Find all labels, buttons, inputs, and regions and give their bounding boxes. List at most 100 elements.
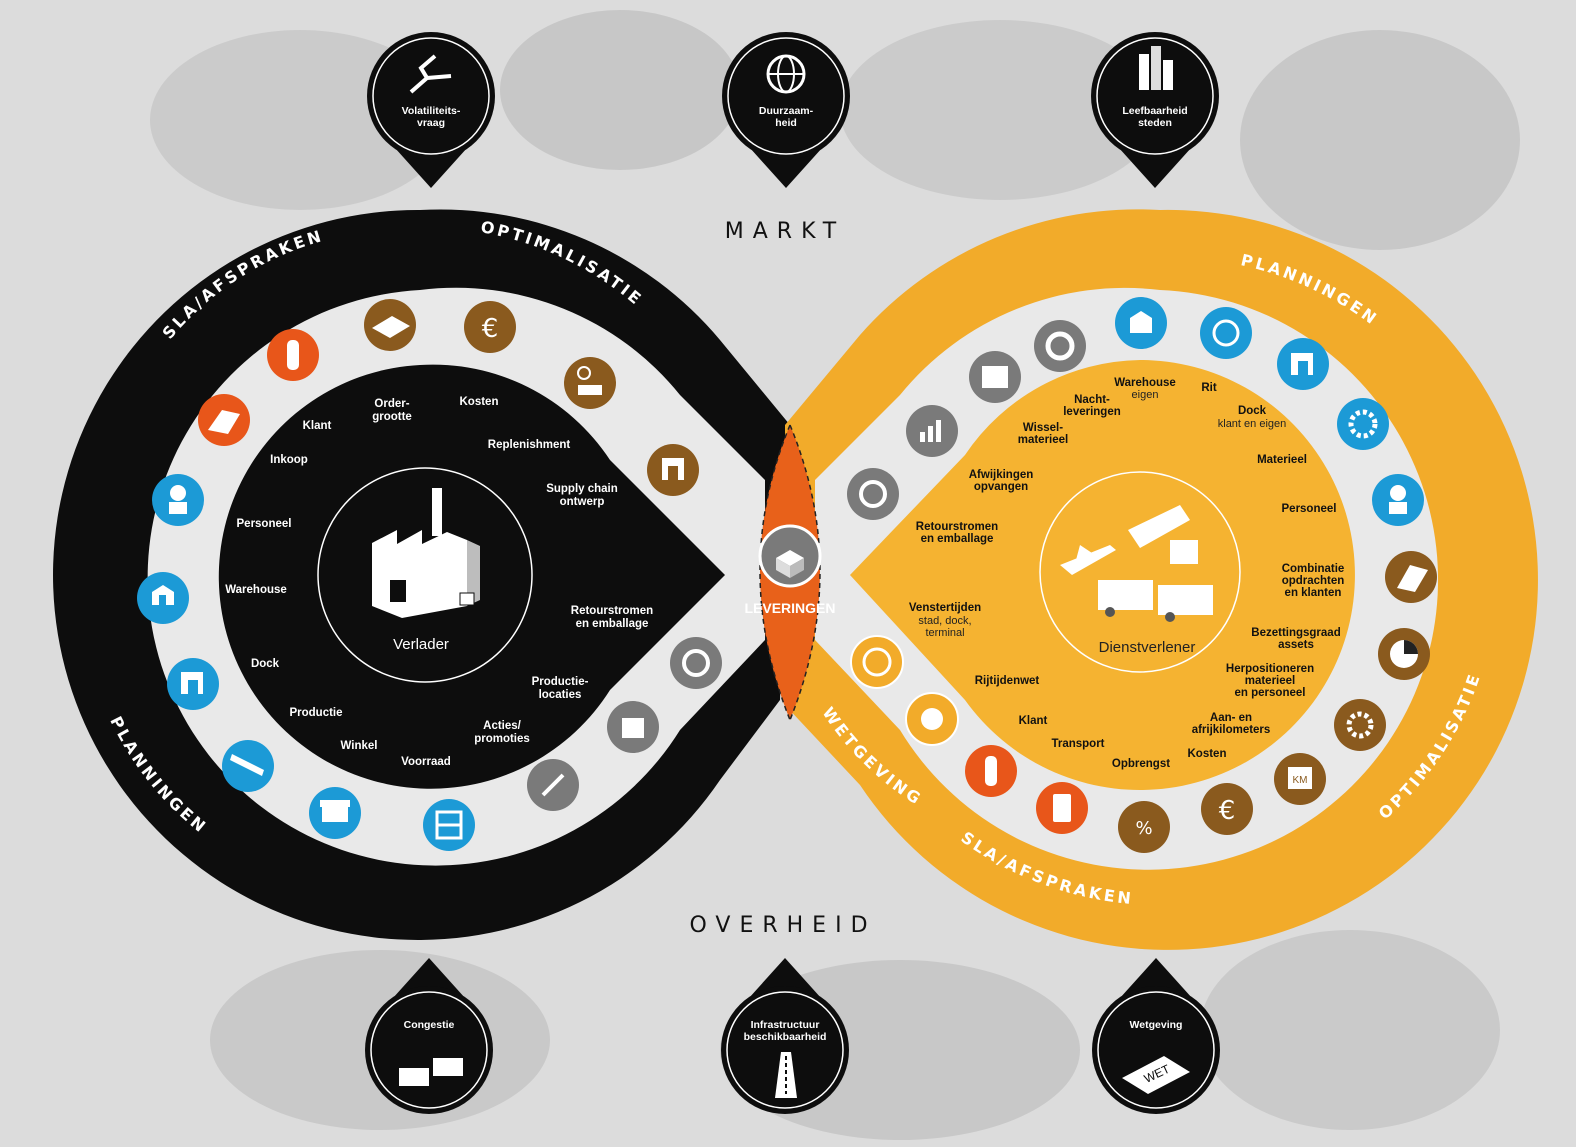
laptop-icon-r	[1385, 551, 1437, 603]
label-personeel-r: Personeel	[1282, 503, 1337, 515]
label-materieel: Materieel	[1257, 454, 1307, 466]
label-herpositioneren: Herpositioneren	[1226, 663, 1314, 675]
label-transport: Transport	[1051, 738, 1104, 750]
km-counter-icon: KM	[1274, 753, 1326, 805]
factory-icon	[372, 488, 480, 618]
section-title-overheid: OVERHEID	[689, 913, 876, 938]
shelving-icon	[423, 799, 475, 851]
pin-label: Leefbaarheid	[1122, 105, 1187, 117]
label-acties: Acties/	[483, 720, 522, 732]
pin-body	[721, 986, 849, 1114]
scale-icon	[564, 357, 616, 409]
recycle-icon-r	[847, 468, 899, 520]
leveringen-lens: LEVERINGEN	[744, 424, 836, 721]
pin-body	[367, 32, 495, 160]
truck-congestion-icon	[399, 1058, 463, 1086]
right-inner-disc	[850, 360, 1355, 791]
label-herpositioneren-2: materieel	[1245, 675, 1296, 687]
pin-tip	[749, 958, 821, 998]
percent-icon: %	[1118, 801, 1170, 853]
left-ring-icons: €	[137, 299, 722, 851]
svg-text:stad, dock,terminal: stad, dock,terminal	[918, 615, 971, 639]
road-icon	[775, 1052, 797, 1098]
label-inkoop: Inkoop	[270, 454, 308, 466]
label-winkel: Winkel	[341, 740, 378, 752]
km-badge: KM	[1293, 775, 1308, 786]
label-kosten: Kosten	[460, 396, 499, 408]
label-afwijkingen-2: opvangen	[974, 481, 1028, 493]
timer-icon	[905, 692, 959, 746]
label-retourstromen: Retourstromen	[571, 605, 653, 617]
dienstverlener-label: Dienstverlener	[1099, 639, 1196, 656]
label-ordergrootte-2: grootte	[372, 411, 412, 423]
container-icon	[969, 351, 1021, 403]
pin-tip	[393, 958, 465, 998]
verlader-circle	[317, 467, 533, 683]
svg-text:Nacht-leveringen: Nacht-leveringen	[1063, 394, 1121, 418]
label-kosten-r: Kosten	[1188, 748, 1227, 760]
label-acties-2: promoties	[474, 733, 530, 745]
label-afwijkingen: Afwijkingen	[969, 469, 1034, 481]
verlader-label: Verlader	[393, 636, 449, 653]
label-rijtijdenwet: Rijtijdenwet	[975, 675, 1040, 687]
pin-tip	[395, 148, 467, 188]
worker-icon	[152, 474, 204, 526]
label-bezettingsgraad-2: assets	[1278, 639, 1314, 651]
label-supply-chain-2: ontwerp	[560, 496, 605, 508]
svg-text:€: €	[1219, 796, 1236, 826]
label-warehouse: Warehouse	[225, 584, 287, 596]
bar-graph-icon	[906, 405, 958, 457]
label-productielocaties: Productie-	[532, 676, 589, 688]
pin-label-2: heid	[775, 117, 797, 129]
gear-icon	[1337, 398, 1389, 450]
pin-label: Duurzaam-	[759, 105, 814, 117]
label-opbrengst: Opbrengst	[1112, 758, 1170, 770]
label-aanafrij-2: afrijkilometers	[1192, 724, 1271, 736]
dock-icon	[167, 658, 219, 710]
person-icon-r	[965, 745, 1017, 797]
warehouse-icon-r	[1115, 297, 1167, 349]
svg-text:Order-grootte: Order-grootte	[372, 398, 412, 423]
pin-ring	[727, 37, 845, 155]
label-venstertijden: Venstertijden	[909, 602, 981, 614]
pin-ring	[1096, 37, 1214, 155]
pin-body	[1091, 32, 1219, 160]
label-combinatie-2: opdrachten	[1282, 575, 1345, 587]
pin-tip	[1120, 958, 1192, 998]
label-replenishment: Replenishment	[488, 439, 571, 451]
label-personeel: Personeel	[237, 518, 292, 530]
label-bezettingsgraad: Bezettingsgraad	[1251, 627, 1340, 639]
steering-wheel-icon	[1200, 307, 1252, 359]
pin-label: Wetgeving	[1130, 1019, 1183, 1031]
pin-top-0: Volatiliteits-vraag	[367, 32, 495, 188]
label-voorraad: Voorraad	[401, 756, 451, 768]
label-productielocaties-2: locaties	[539, 689, 582, 701]
label-wisselmaterieel: Wissel-	[1023, 422, 1063, 434]
pin-bottom-0: Congestie	[365, 958, 493, 1114]
svg-text:Acties/promoties: Acties/promoties	[474, 720, 530, 745]
wrench-icon	[1034, 320, 1086, 372]
pins: Volatiliteits-vraag Duurzaam-heid Leefbaar…	[365, 32, 1220, 1114]
svg-text:€: €	[482, 314, 499, 344]
pin-label: Infrastructuur	[751, 1019, 820, 1031]
person-icon	[267, 329, 319, 381]
pie-chart-icon	[1378, 628, 1430, 680]
left-inner-labels: Order-grootte Kosten Klant Replenishment…	[225, 396, 653, 768]
store-icon	[309, 787, 361, 839]
dienstverlener-circle	[1039, 471, 1241, 673]
label-ordergrootte: Order-	[374, 398, 409, 410]
svg-text:Wissel-materieel: Wissel-materieel	[1018, 422, 1069, 446]
label-venstertijden-sub: stad, dock,	[918, 615, 971, 627]
leveringen-label: LEVERINGEN	[744, 600, 835, 616]
pin-label: Congestie	[404, 1019, 455, 1031]
label-dock-r-sub: klant en eigen	[1218, 418, 1287, 430]
recycle-icon	[670, 637, 722, 689]
